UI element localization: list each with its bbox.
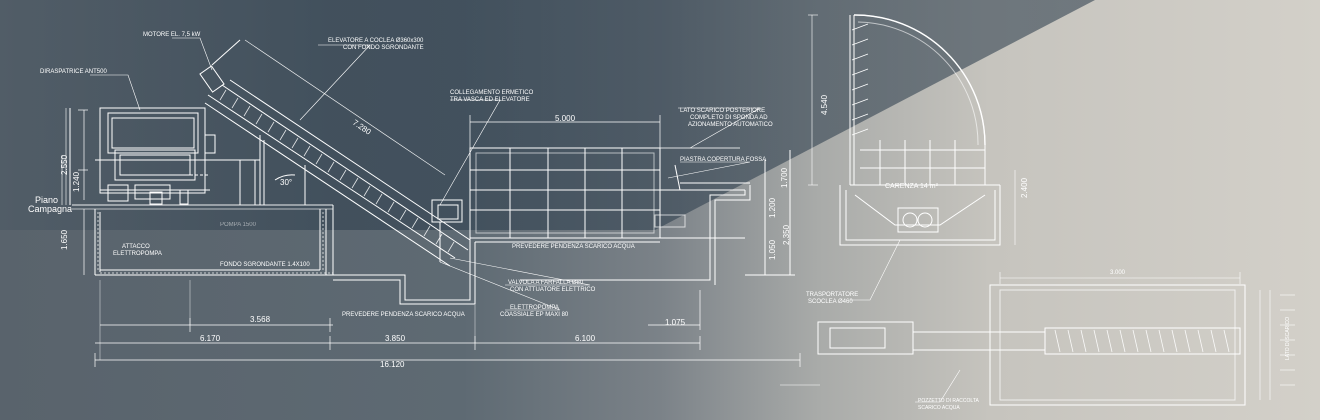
label-motore: MOTORE EL. 7,5 kW	[143, 32, 201, 38]
dim-3568: 3.568	[250, 315, 271, 324]
label-pompa: POMPA 1500	[220, 222, 256, 228]
label-lato-2: COMPLETO DI SPONDA AD	[690, 115, 768, 121]
dim-2550: 2.550	[60, 154, 69, 175]
dark-diagonal-band	[0, 0, 1095, 230]
label-elevatore-2: CON FONDO SGRONDANTE	[343, 45, 424, 51]
label-elevatore-1: ELEVATORE A COCLEA Ø360x300	[328, 38, 424, 44]
label-trasportatore-2: SCOCLEA Ø460	[808, 299, 853, 305]
dim-16120: 16.120	[380, 360, 405, 369]
dim-2350: 2.350	[782, 224, 791, 245]
dim-1200: 1.200	[768, 197, 777, 218]
dim-6170: 6.170	[200, 334, 221, 343]
label-collegamento-1: COLLEGAMENTO ERMETICO	[450, 90, 534, 96]
label-elettropompa-2: COASSIALE EP MAXI 80	[500, 312, 569, 318]
label-attacco-1: ATTACCO	[122, 244, 150, 250]
label-lato-scarico: LATO DI SCARICO	[1285, 316, 1291, 360]
dim-1050: 1.050	[768, 239, 777, 260]
plan-view-drawing	[780, 272, 1295, 406]
label-diraspatrice: DIRASPATRICE ANT500	[40, 69, 107, 75]
tank-section-drawing	[808, 14, 1016, 301]
label-elettropompa-1: ELETTROPOMPA	[510, 305, 559, 311]
dim-1700: 1.700	[780, 167, 789, 188]
dim-2400: 2.400	[1020, 177, 1029, 198]
side-elevation-drawing	[61, 39, 795, 305]
leader-lines	[90, 37, 762, 311]
dim-4540: 4.540	[820, 94, 829, 115]
label-piastra: PIASTRA COPERTURA FOSSA	[680, 157, 767, 163]
label-fondo: FONDO SGRONDANTE 1.4X100	[220, 262, 310, 268]
dim-1650: 1.650	[60, 229, 69, 250]
label-campagna: Campagna	[28, 204, 73, 214]
dim-3850: 3.850	[385, 334, 406, 343]
label-carenza: CARENZA 14 m³	[885, 183, 938, 190]
dim-1240: 1.240	[72, 171, 81, 192]
label-valvola-1: VALVOLA A FARFALLA Ø80	[508, 280, 584, 286]
dim-1075: 1.075	[665, 318, 686, 327]
label-trasportatore-1: TRASPORTATORE	[806, 292, 859, 298]
tank-arc	[853, 14, 986, 146]
label-pozzetto-2: SCARICO ACQUA	[918, 405, 960, 411]
label-prevedere-1: PREVEDERE PENDENZA SCARICO ACQUA	[342, 312, 465, 318]
label-valvola-2: CON ATTUATORE ELETTRICO	[510, 287, 596, 293]
label-piano: Piano	[35, 195, 59, 205]
dim-30deg: 30°	[280, 178, 293, 187]
label-attacco-2: ELETTROPOMPA	[113, 251, 162, 257]
label-pozzetto-1: POZZETTO DI RACCOLTA	[918, 398, 979, 404]
label-lato-1: LATO SCARICO POSTERIORE	[680, 108, 766, 114]
dim-6100: 6.100	[575, 334, 596, 343]
dimension-lines	[78, 39, 801, 367]
dim-5000: 5.000	[555, 114, 576, 123]
label-lato-3: AZIONAMENTO AUTOMATICO	[688, 122, 773, 128]
label-collegamento-2: TRA VASCA ED ELEVATORE	[450, 97, 530, 103]
dim-3000: 3.000	[1110, 270, 1126, 276]
label-prevedere-2: PREVEDERE PENDENZA SCARICO ACQUA	[512, 244, 635, 250]
